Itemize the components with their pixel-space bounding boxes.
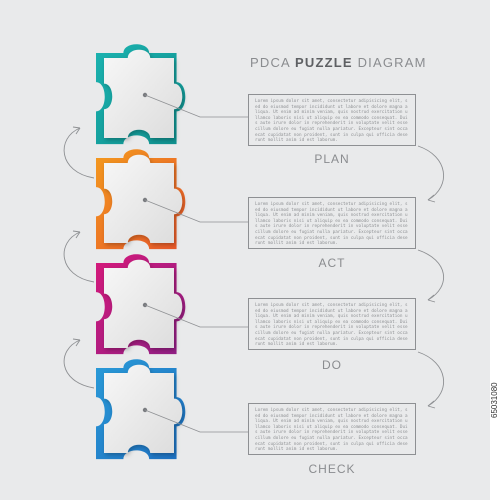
flow-arrowhead-right-2 [427, 294, 436, 303]
connector-line-act [144, 199, 248, 223]
text-box-body: Lorem ipsum dolor sit amet, consectetur … [255, 99, 408, 144]
text-box-body: Lorem ipsum dolor sit amet, consectetur … [255, 202, 408, 247]
puzzle-piece-do [96, 254, 186, 355]
stage-label-do: DO [322, 358, 342, 372]
flow-arrowhead-left-2 [72, 230, 81, 239]
flow-arrowhead-left-1 [72, 126, 81, 135]
title-prefix: PDCA [250, 55, 291, 70]
stage-label-check: CHECK [308, 462, 356, 476]
flow-arrow-left-3 [63, 339, 95, 389]
text-box-do: Lorem ipsum dolor sit amet, consectetur … [248, 298, 416, 350]
connector-line-check [144, 409, 248, 433]
puzzle-piece-act [96, 149, 186, 250]
flow-arrow-right-2 [417, 249, 444, 301]
stock-id-strip [490, 0, 500, 500]
stage-label-plan: PLAN [314, 152, 350, 166]
title-bold: PUZZLE [295, 55, 353, 70]
puzzle-piece-plan [96, 44, 186, 145]
stage-label-act: ACT [318, 256, 346, 270]
connector-line-plan [144, 94, 248, 118]
flow-arrow-left-1 [63, 127, 95, 179]
flow-arrow-left-2 [63, 231, 95, 283]
title-suffix: DIAGRAM [357, 55, 427, 70]
diagram-title: PDCA PUZZLE DIAGRAM [250, 55, 427, 70]
connector-line-do [144, 304, 248, 328]
text-box-check: Lorem ipsum dolor sit amet, consectetur … [248, 403, 416, 455]
stock-id: 65031080 [490, 382, 499, 418]
flow-arrowhead-left-3 [72, 338, 81, 347]
text-box-act: Lorem ipsum dolor sit amet, consectetur … [248, 197, 416, 249]
text-box-plan: Lorem ipsum dolor sit amet, consectetur … [248, 94, 416, 146]
flow-arrow-right-1 [417, 145, 444, 201]
text-box-body: Lorem ipsum dolor sit amet, consectetur … [255, 408, 408, 453]
flow-arrow-right-3 [417, 351, 444, 407]
flow-arrowhead-right-3 [427, 400, 436, 409]
flow-arrowhead-right-1 [427, 194, 436, 203]
puzzle-piece-check [96, 359, 186, 460]
text-box-body: Lorem ipsum dolor sit amet, consectetur … [255, 303, 408, 348]
